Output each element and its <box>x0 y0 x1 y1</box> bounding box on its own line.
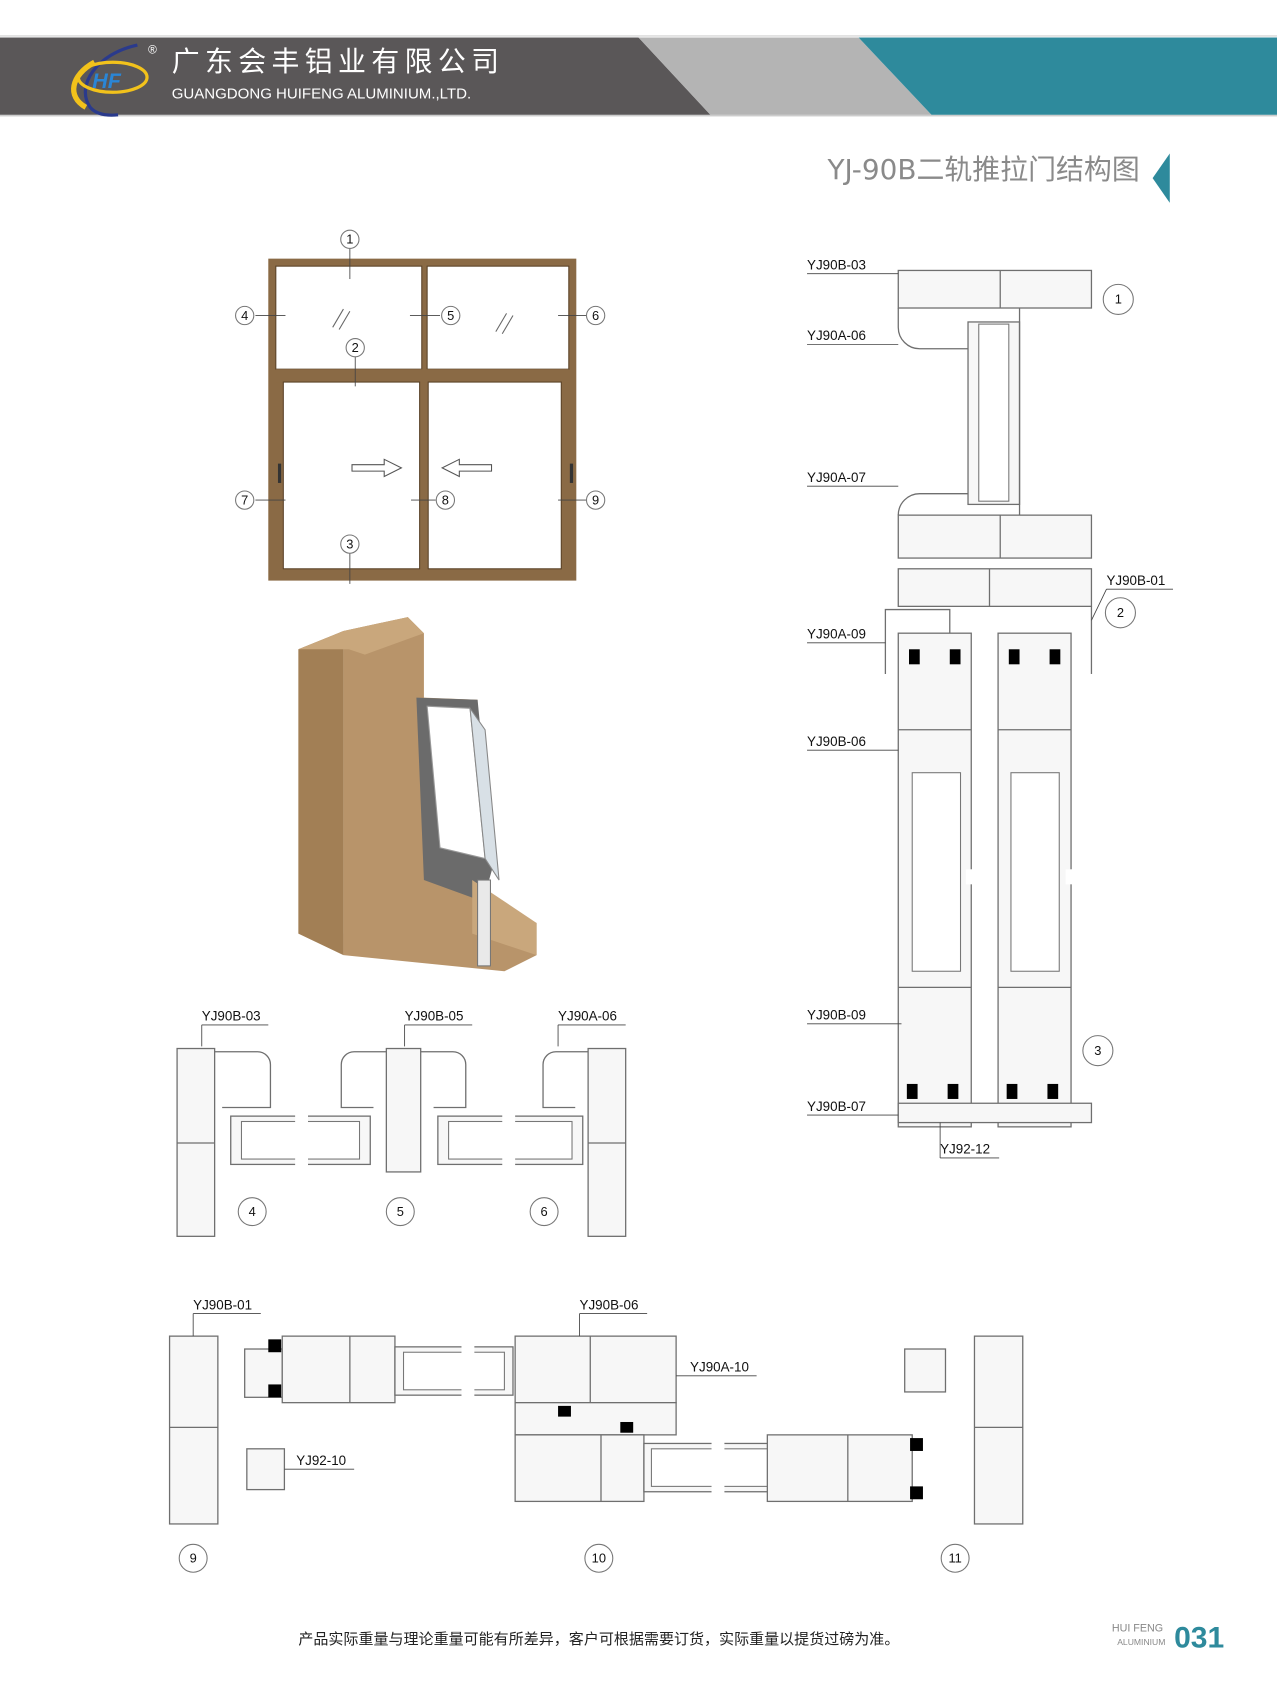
head-section-drawing: YJ90B-03 YJ90B-05 YJ90A-06 4 5 6 <box>176 1009 627 1237</box>
svg-text:3: 3 <box>1094 1043 1101 1058</box>
svg-text:YJ90A-06: YJ90A-06 <box>558 1009 617 1024</box>
svg-text:YJ90A-07: YJ90A-07 <box>807 470 866 485</box>
company-name-en: GUANGDONG HUIFENG ALUMINIUM.,LTD. <box>171 84 472 102</box>
svg-text:4: 4 <box>241 308 248 323</box>
vertical-section-profiles <box>884 269 1093 1128</box>
head-section-labels: YJ90B-03 YJ90B-05 YJ90A-06 <box>201 1009 626 1047</box>
svg-text:9: 9 <box>190 1551 197 1566</box>
svg-text:YJ90B-07: YJ90B-07 <box>807 1099 866 1114</box>
header-teal-band <box>858 37 1277 115</box>
vertical-section-callouts: 1 2 3 <box>1082 283 1136 1067</box>
header-dark-band <box>0 37 711 115</box>
svg-text:YJ90A-10: YJ90A-10 <box>690 1360 749 1375</box>
svg-text:YJ90B-03: YJ90B-03 <box>202 1009 261 1024</box>
door-elevation: 1 2 3 4 5 6 7 8 9 <box>235 229 606 584</box>
company-logo: HF <box>71 43 149 117</box>
title-marker-icon <box>1152 153 1170 203</box>
svg-text:YJ90A-09: YJ90A-09 <box>807 627 866 642</box>
page-title: YJ-90B二轨推拉门结构图 <box>827 154 1140 187</box>
svg-text:1: 1 <box>1115 292 1122 307</box>
svg-text:YJ90B-06: YJ90B-06 <box>580 1297 639 1312</box>
weight-disclaimer: 产品实际重量与理论重量可能有所差异，客户可根据需要订货，实际重量以提货过磅为准。 <box>298 1631 900 1649</box>
horizontal-section-callouts: 9 10 11 <box>178 1543 970 1573</box>
svg-text:YJ92-12: YJ92-12 <box>940 1142 990 1157</box>
profile-3d-render <box>298 617 537 972</box>
slide-right-arrow-icon <box>351 458 403 478</box>
company-name-cn: 广东会丰铝业有限公司 <box>171 46 505 79</box>
svg-text:6: 6 <box>541 1204 548 1219</box>
head-section-callouts: 4 5 6 <box>237 1197 559 1227</box>
svg-text:YJ92-10: YJ92-10 <box>296 1453 346 1468</box>
svg-text:YJ90B-01: YJ90B-01 <box>193 1297 252 1312</box>
horizontal-section-labels: YJ90B-01 YJ90B-06 YJ90A-10 YJ92-10 <box>192 1297 757 1470</box>
svg-text:YJ90B-03: YJ90B-03 <box>807 257 866 272</box>
svg-text:3: 3 <box>346 536 353 551</box>
horizontal-section-drawing: YJ90B-01 YJ90B-06 YJ90A-10 YJ92-10 9 10 … <box>168 1297 1024 1573</box>
svg-text:YJ90B-09: YJ90B-09 <box>807 1008 866 1023</box>
footer-brand-sub: ALUMINIUM <box>1117 1637 1166 1648</box>
svg-text:YJ90B-01: YJ90B-01 <box>1106 573 1165 588</box>
head-section-profiles <box>176 1047 627 1237</box>
header-gray-band <box>638 37 932 115</box>
svg-text:11: 11 <box>948 1551 961 1566</box>
vertical-section-labels: YJ90B-03 YJ90A-06 YJ90A-07 YJ90B-01 YJ90… <box>807 257 1174 1159</box>
registered-mark: ® <box>148 44 157 57</box>
svg-text:8: 8 <box>442 492 449 507</box>
svg-text:2: 2 <box>1117 605 1124 620</box>
logo-text: HF <box>92 69 121 93</box>
svg-text:YJ90B-06: YJ90B-06 <box>807 734 866 749</box>
svg-text:4: 4 <box>249 1204 256 1219</box>
svg-text:YJ90B-05: YJ90B-05 <box>405 1009 464 1024</box>
elevation-callouts: 1 2 3 4 5 6 7 8 9 <box>235 229 606 554</box>
svg-text:2: 2 <box>352 340 359 355</box>
header-band: HF <box>0 35 1277 117</box>
svg-text:1: 1 <box>346 232 353 247</box>
horizontal-section-profiles <box>168 1330 1024 1525</box>
svg-text:YJ90A-06: YJ90A-06 <box>807 328 866 343</box>
footer-brand: HUI FENG <box>1111 1622 1164 1635</box>
svg-text:5: 5 <box>447 308 454 323</box>
slide-left-arrow-icon <box>440 458 493 478</box>
page-number: 031 <box>1174 1620 1225 1654</box>
svg-text:10: 10 <box>592 1551 606 1566</box>
svg-text:7: 7 <box>241 492 248 507</box>
door-frame <box>268 258 577 581</box>
svg-text:9: 9 <box>592 492 599 507</box>
vertical-section-drawing: YJ90B-03 YJ90A-06 YJ90A-07 YJ90B-01 YJ90… <box>807 257 1174 1159</box>
svg-text:5: 5 <box>397 1204 404 1219</box>
svg-text:6: 6 <box>592 308 599 323</box>
